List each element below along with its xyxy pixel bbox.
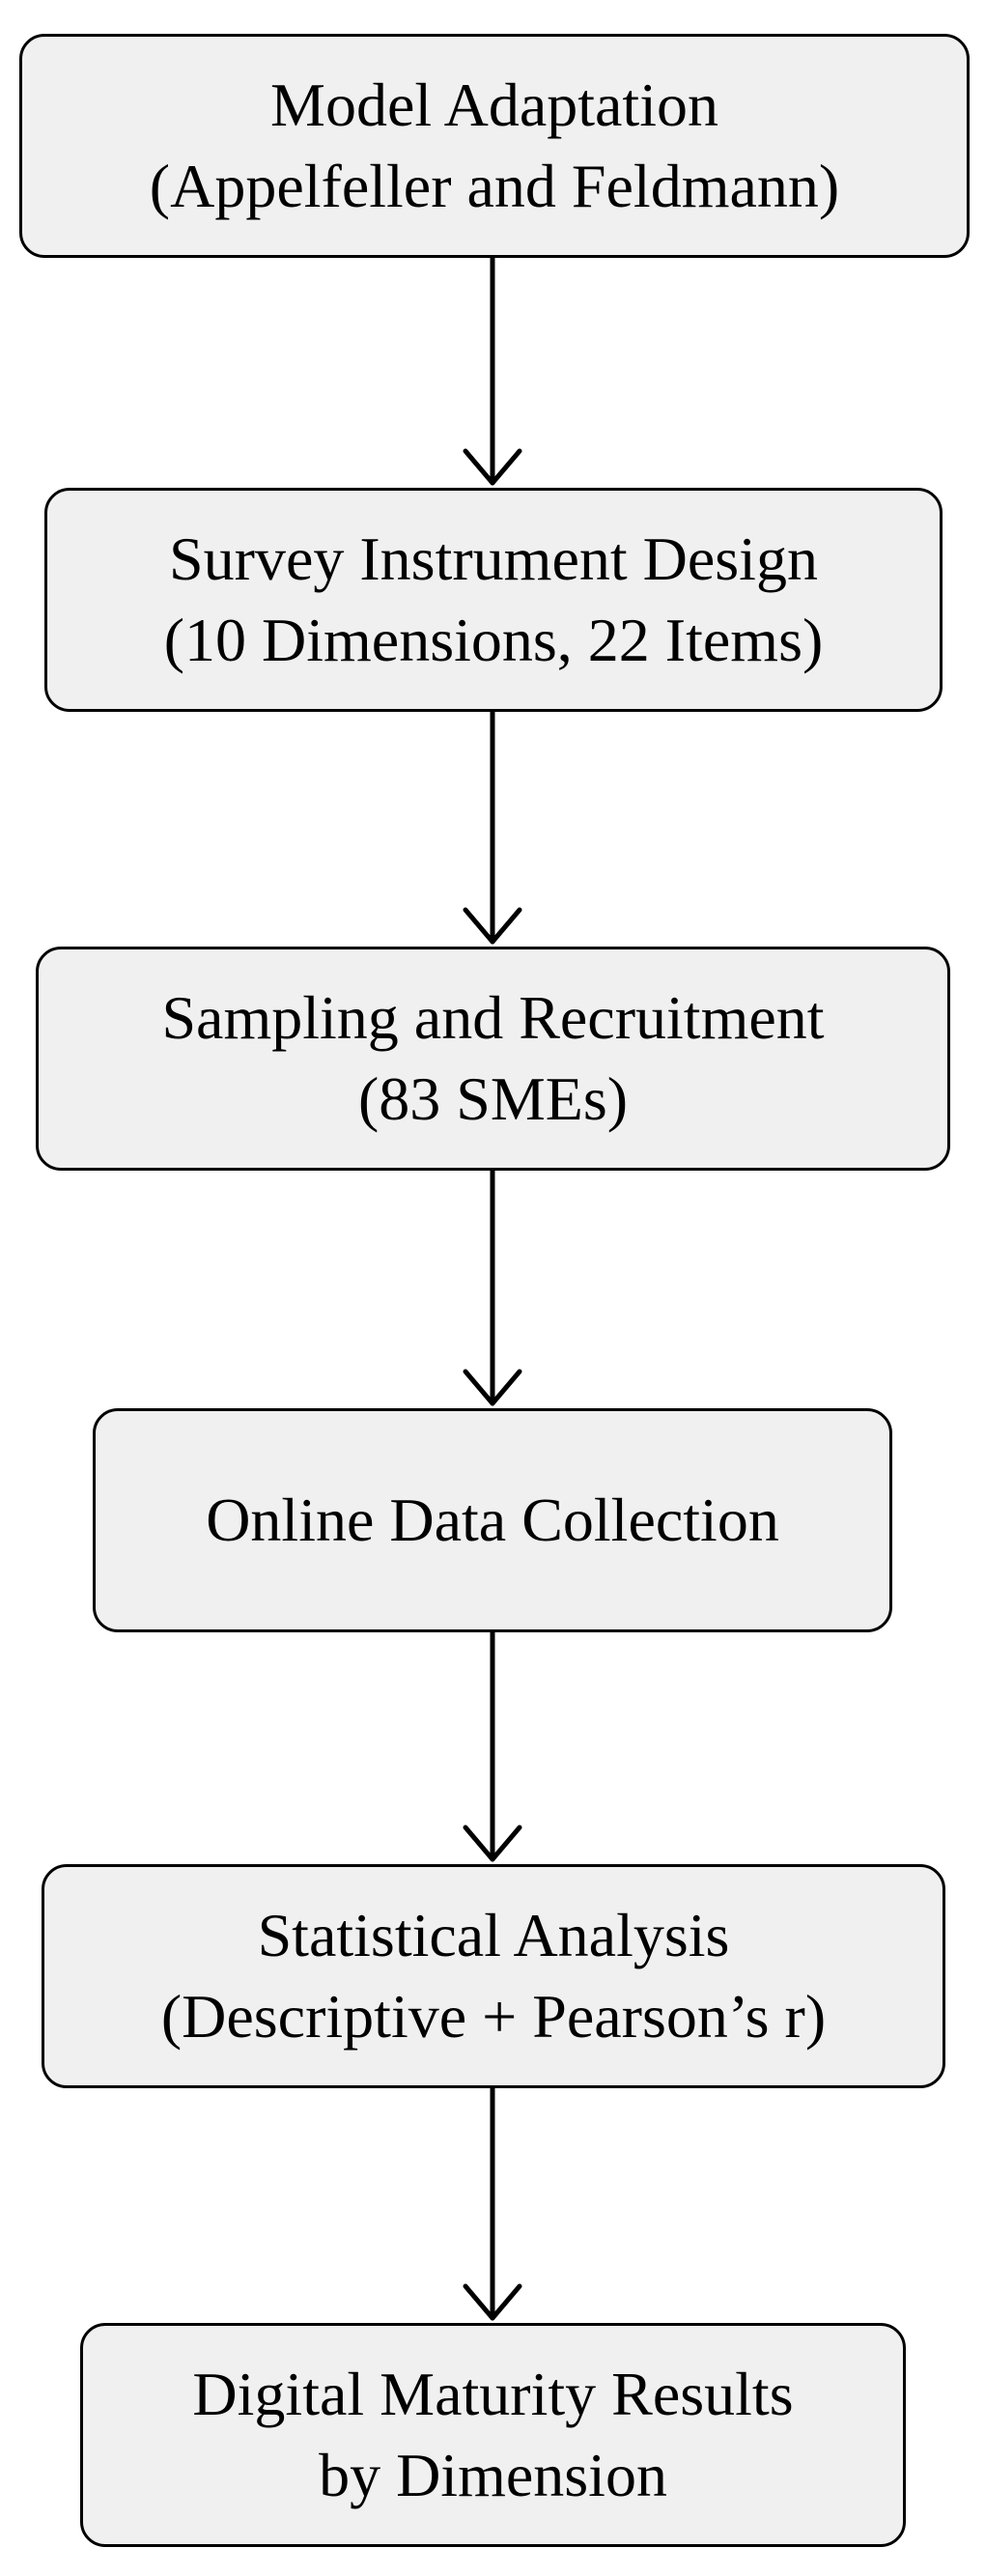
step-title: Digital Maturity Results [192,2360,794,2428]
step-digital-maturity-results: Digital Maturity Results by Dimension [80,2323,906,2547]
step-subtitle: (Descriptive + Pearson’s r) [160,1982,827,2051]
step-sampling-and-recruitment: Sampling and Recruitment (83 SMEs) [36,947,950,1171]
arrow-4-to-5 [463,1629,522,1862]
step-title: Model Adaptation [270,71,718,139]
step-model-adaptation: Model Adaptation (Appelfeller and Feldma… [19,34,970,258]
arrow-5-to-6 [463,2085,522,2321]
step-title: Survey Instrument Design [169,524,818,593]
step-online-data-collection: Online Data Collection [93,1408,892,1632]
arrow-3-to-4 [463,1168,522,1406]
arrow-2-to-3 [463,709,522,945]
step-title: Statistical Analysis [257,1901,730,1969]
step-subtitle: (83 SMEs) [357,1064,629,1133]
step-title: Sampling and Recruitment [161,983,825,1052]
step-title: Online Data Collection [206,1486,779,1554]
arrow-1-to-2 [463,255,522,486]
step-subtitle: (10 Dimensions, 22 Items) [163,606,824,674]
step-survey-instrument-design: Survey Instrument Design (10 Dimensions,… [44,488,943,712]
step-statistical-analysis: Statistical Analysis (Descriptive + Pear… [42,1864,945,2088]
step-subtitle: by Dimension [319,2441,667,2509]
step-subtitle: (Appelfeller and Feldmann) [149,152,840,220]
